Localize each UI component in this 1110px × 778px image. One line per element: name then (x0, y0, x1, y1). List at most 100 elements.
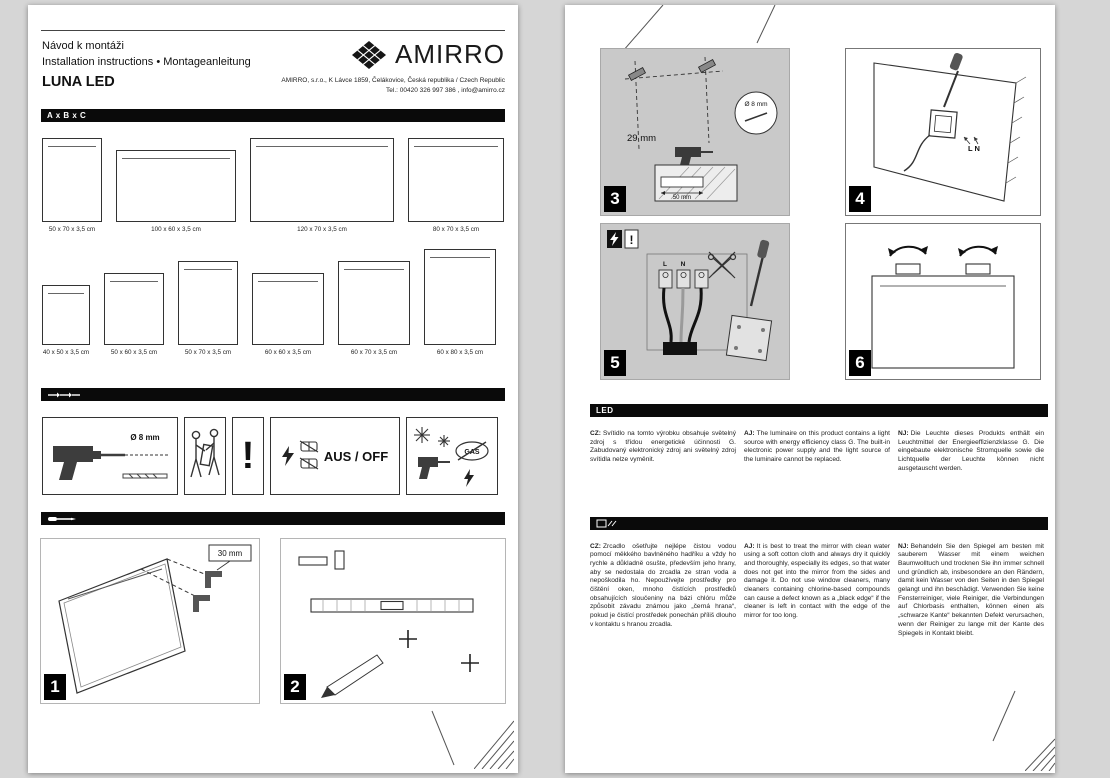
installation-steps-grid: 29 mm Ø 8 mm 50 mm 3 (565, 48, 1055, 380)
led-strip-line (184, 269, 232, 270)
step5-n-label: N (681, 261, 686, 268)
header-brand-block: AMIRRO AMIRRO, s.r.o., K Lávce 1859, Čel… (281, 39, 505, 109)
mirror-diagram (250, 138, 394, 222)
led-section-columns: CZ:Svítidlo na tomto výrobku obsahuje sv… (565, 430, 1055, 474)
mirror-size-item: 50 x 60 x 3,5 cm (104, 273, 164, 356)
lang-prefix-de: NJ: (898, 430, 909, 437)
step3-screw-length-label: 50 mm (673, 195, 691, 201)
assembly-section-bar (41, 512, 505, 525)
assembly-steps-row: 30 mm 1 (28, 538, 518, 704)
step-4-box: L N 4 (845, 48, 1041, 216)
brand-name: AMIRRO (395, 39, 505, 69)
led-section-bar: LED (590, 404, 1048, 417)
led-bar-label: LED (596, 406, 614, 415)
aus-off-label: AUS / OFF (323, 448, 389, 464)
header-rule (41, 30, 505, 31)
size-label: 120 x 70 x 3,5 cm (297, 226, 347, 233)
led-body-de: Die Leuchte dieses Produkts enthält ein … (898, 430, 1044, 472)
size-label: 60 x 80 x 3,5 cm (436, 349, 484, 356)
hazard-sources-box: GAS (406, 417, 498, 495)
gas-label: GAS (464, 449, 480, 456)
step-2-box: 2 (280, 538, 506, 704)
brand-row: AMIRRO (281, 39, 505, 70)
lang-prefix-en: AJ: (744, 430, 755, 437)
step-3-diagram: 29 mm Ø 8 mm 50 mm (624, 56, 778, 202)
mirror-size-item: 50 x 70 x 3,5 cm (42, 138, 102, 233)
mirror-size-item: 100 x 60 x 3,5 cm (116, 150, 236, 233)
led-text-cz: CZ:Svítidlo na tomto výrobku obsahuje sv… (590, 430, 736, 474)
size-label: 60 x 70 x 3,5 cm (350, 349, 398, 356)
address-line: AMIRRO, s.r.o., K Lávce 1859, Čelákovice… (281, 77, 505, 84)
care-text-cz: CZ:Zrcadlo ošetřujte nejlépe čistou vodo… (590, 543, 736, 639)
switch-off-icons (299, 440, 319, 470)
mirror-diagram (116, 150, 236, 222)
amirro-logo-icon (352, 40, 386, 69)
step-1-number: 1 (44, 674, 66, 700)
care-text-de: NJ:Behandeln Sie den Spiegel am besten m… (898, 543, 1044, 639)
mirror-diagram (252, 273, 324, 345)
mirror-diagram (104, 273, 164, 345)
step-3-number: 3 (604, 186, 626, 212)
two-person-lift-box (184, 417, 226, 495)
step-5-number: 5 (604, 350, 626, 376)
mirror-size-item: 80 x 70 x 3,5 cm (408, 138, 504, 233)
top-line-decoration (622, 5, 776, 51)
power-off-box: AUS / OFF (270, 417, 400, 495)
mirror-size-item: 60 x 80 x 3,5 cm (424, 249, 496, 356)
size-label: 50 x 60 x 3,5 cm (110, 349, 158, 356)
mirror-care-icon (596, 519, 617, 528)
led-text-de: NJ:Die Leuchte dieses Produkts enthält e… (898, 430, 1044, 474)
exclamation-mark: ! (241, 434, 255, 477)
care-section-bar (590, 516, 1048, 530)
mirror-diagram (424, 249, 496, 345)
diagonal-line-decoration (431, 710, 455, 766)
spark-gas-hazard-icon: GAS (414, 427, 489, 487)
title-en-de: Installation instructions • Montageanlei… (42, 55, 251, 68)
drill-warning-box: Ø 8 mm (42, 417, 178, 495)
dimensions-bar: A x B x C (41, 109, 505, 122)
warnings-row: Ø 8 mm ! (28, 417, 518, 495)
step-6-box: 6 (845, 223, 1041, 380)
header-titles: Návod k montáži Installation instruction… (42, 39, 251, 109)
mirror-size-item: 50 x 70 x 3,5 cm (178, 261, 238, 356)
step-2-number: 2 (284, 674, 306, 700)
led-strip-line (256, 146, 388, 147)
led-strip-line (430, 257, 490, 258)
led-text-en: AJ:The luminaire on this product contain… (744, 430, 890, 474)
title-czech: Návod k montáži (42, 40, 124, 52)
step-6-diagram (871, 245, 1015, 369)
step-4-diagram: L N (873, 52, 1027, 202)
led-body-en: The luminaire on this product contains a… (744, 430, 890, 464)
size-label: 60 x 60 x 3,5 cm (264, 349, 312, 356)
mirror-diagram (178, 261, 238, 345)
product-name: LUNA LED (42, 73, 115, 90)
lightning-icon (281, 446, 294, 466)
drill-bits-icon (48, 392, 80, 397)
step4-terminals-label: L N (968, 144, 980, 153)
care-body-en: It is best to treat the mirror with clea… (744, 542, 890, 620)
step-1-diagram: 30 mm (58, 544, 252, 694)
step-5-diagram: ! L N (607, 229, 773, 362)
attention-box: ! (232, 417, 264, 495)
diagonal-line-decoration (992, 690, 1016, 742)
led-strip-line (110, 281, 158, 282)
lang-prefix-cz: CZ: (590, 430, 601, 437)
drill-icon: Ø 8 mm (53, 433, 169, 480)
care-text-en: AJ:It is best to treat the mirror with c… (744, 543, 890, 639)
mirror-size-item: 60 x 70 x 3,5 cm (338, 261, 410, 356)
step-6-number: 6 (849, 350, 871, 376)
step-5-box: ! L N (600, 223, 790, 380)
size-label: 50 x 70 x 3,5 cm (48, 226, 96, 233)
size-label: 100 x 60 x 3,5 cm (151, 226, 201, 233)
led-strip-line (48, 146, 96, 147)
mirror-diagram (408, 138, 504, 222)
screwdriver-icon (48, 516, 76, 521)
mirror-sizes-row-1: 50 x 70 x 3,5 cm 100 x 60 x 3,5 cm 120 x… (28, 138, 518, 233)
steps-row-gap (600, 216, 1041, 223)
led-strip-line (344, 269, 404, 270)
contact-line: Tel.: 00420 326 997 386 , info@amirro.cz (386, 87, 505, 95)
led-strip-line (122, 158, 230, 159)
no-cut-scissors-icon (707, 251, 737, 279)
size-label: 50 x 70 x 3,5 cm (184, 349, 232, 356)
mirror-size-item: 60 x 60 x 3,5 cm (252, 273, 324, 356)
